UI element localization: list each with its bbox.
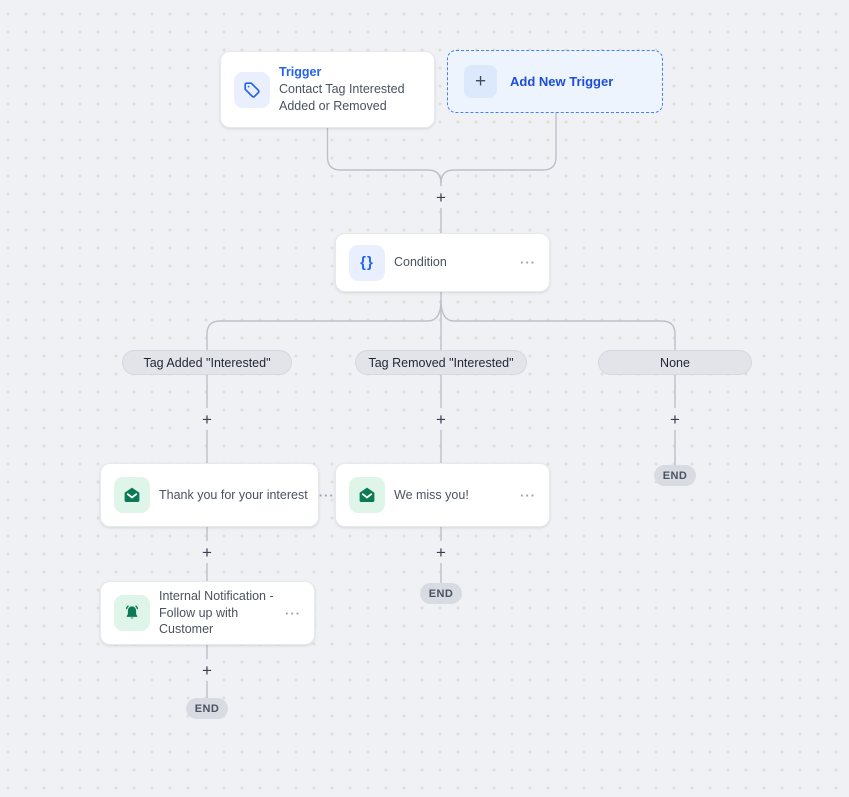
branch-label-text: None — [660, 355, 690, 370]
add-step-button-below-email2[interactable]: + — [430, 541, 452, 563]
add-new-trigger-button[interactable]: + Add New Trigger — [447, 50, 663, 113]
condition-title: Condition — [394, 255, 447, 270]
condition-node[interactable]: {} Condition ··· — [335, 233, 550, 292]
add-step-button-below-email1[interactable]: + — [196, 541, 218, 563]
branch-label-none[interactable]: None — [598, 350, 752, 375]
add-new-trigger-label: Add New Trigger — [510, 74, 614, 89]
braces-icon: {} — [349, 244, 385, 281]
more-menu-icon[interactable]: ··· — [520, 255, 536, 270]
end-label: END — [194, 702, 220, 715]
plus-glyph: + — [202, 660, 212, 680]
end-badge-left-branch: END — [186, 698, 228, 719]
branch-label-text: Tag Added "Interested" — [143, 355, 271, 370]
email-title: Thank you for your interest — [159, 487, 308, 502]
branch-label-text: Tag Removed "Interested" — [368, 355, 514, 370]
trigger-title: Trigger — [279, 65, 322, 79]
more-menu-icon[interactable]: ··· — [520, 487, 536, 503]
plus-icon: + — [464, 65, 497, 98]
bell-icon — [114, 595, 150, 631]
plus-glyph: + — [436, 542, 446, 562]
email-title: We miss you! — [394, 487, 469, 502]
notification-node[interactable]: Internal Notification - Follow up with C… — [100, 581, 315, 645]
connector-branch-left — [206, 299, 442, 463]
end-badge-middle-branch: END — [420, 583, 462, 604]
connector-addtrigger-merge — [440, 113, 557, 184]
branch-label-tag-added[interactable]: Tag Added "Interested" — [122, 350, 292, 375]
add-step-button-branch-none[interactable]: + — [664, 408, 686, 430]
email-node-thank-you[interactable]: Thank you for your interest ··· — [100, 463, 334, 527]
plus-glyph: + — [436, 409, 446, 429]
plus-glyph: + — [474, 70, 487, 92]
plus-glyph: + — [202, 409, 212, 429]
plus-glyph: + — [436, 187, 446, 207]
add-step-button-above-condition[interactable]: + — [430, 186, 452, 208]
connector-branch-right — [440, 299, 676, 466]
add-step-button-branch-middle[interactable]: + — [430, 408, 452, 430]
tag-icon — [234, 71, 270, 108]
plus-glyph: + — [670, 409, 680, 429]
trigger-node[interactable]: Trigger Contact Tag Interested Added or … — [220, 51, 435, 128]
trigger-subtitle: Contact Tag Interested Added or Removed — [279, 82, 405, 114]
connector-trigger-merge — [326, 128, 442, 184]
end-badge-none-branch: END — [654, 465, 696, 486]
more-menu-icon[interactable]: ··· — [285, 605, 301, 621]
more-menu-icon[interactable]: ··· — [318, 487, 335, 503]
add-step-button-branch-left[interactable]: + — [196, 408, 218, 430]
add-step-button-below-notification[interactable]: + — [196, 659, 218, 681]
plus-glyph: + — [202, 542, 212, 562]
email-node-we-miss-you[interactable]: We miss you! ··· — [335, 463, 550, 527]
end-label: END — [428, 587, 454, 600]
end-label: END — [662, 469, 688, 482]
notification-title: Internal Notification - Follow up with C… — [159, 588, 274, 637]
branch-label-tag-removed[interactable]: Tag Removed "Interested" — [355, 350, 527, 375]
email-icon — [114, 477, 150, 513]
email-icon — [349, 477, 385, 513]
